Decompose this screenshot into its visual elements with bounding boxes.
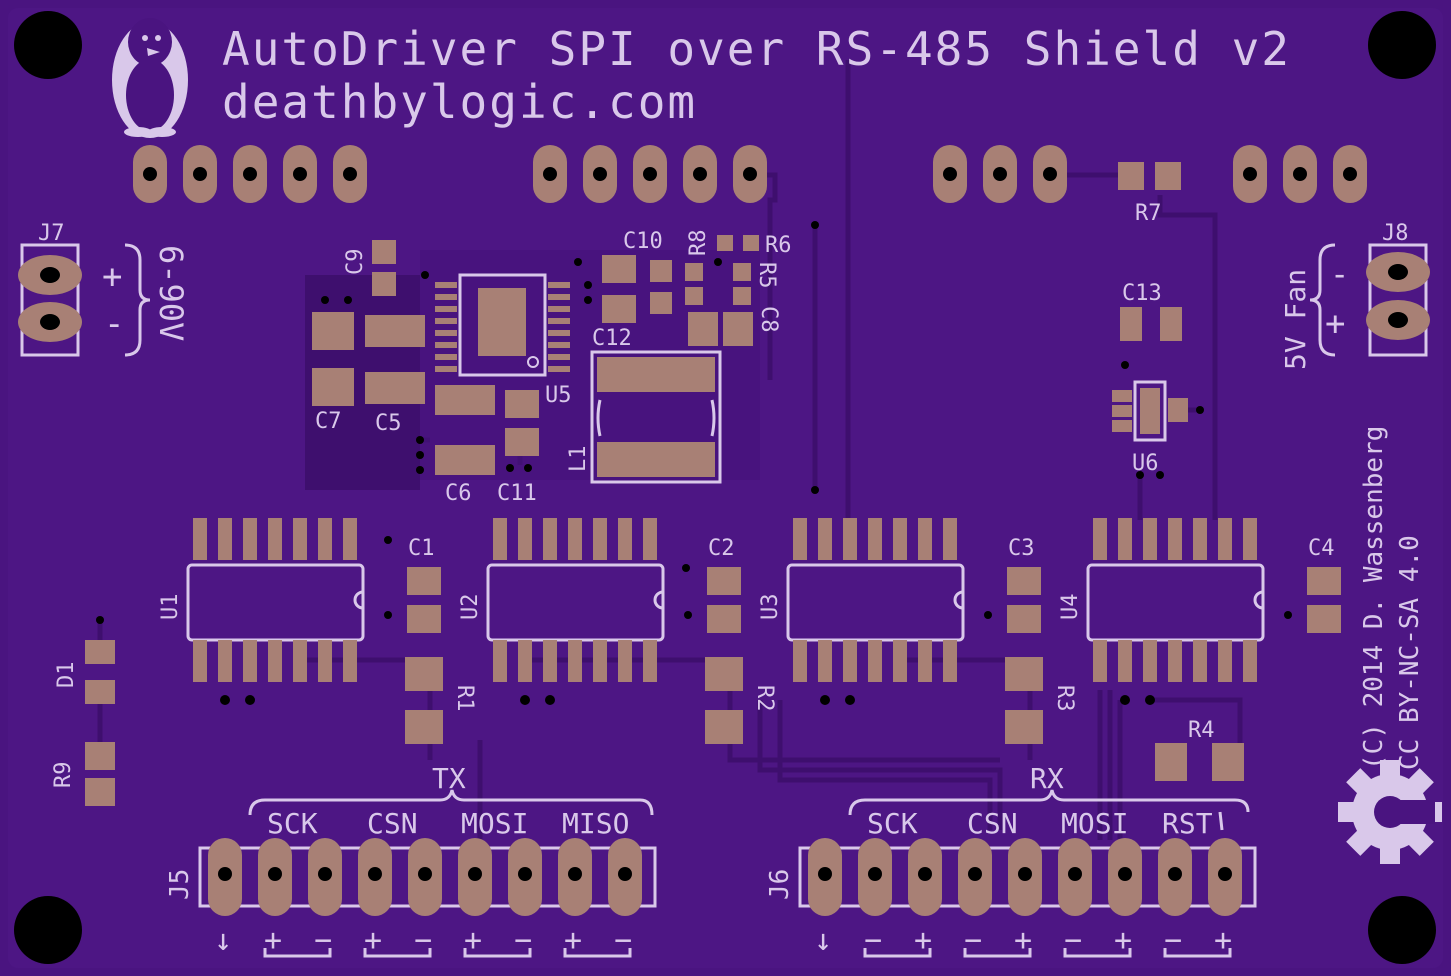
u3-label: U3 bbox=[758, 594, 783, 621]
c5-label: C5 bbox=[375, 411, 402, 436]
c13-label: C13 bbox=[1122, 281, 1162, 306]
r5-label: R5 bbox=[754, 262, 779, 289]
copyright-line2: CC BY-NC-SA 4.0 bbox=[1395, 535, 1425, 770]
j5-group-label: TX bbox=[432, 762, 466, 795]
j5-header bbox=[198, 789, 657, 916]
j7-terminal bbox=[18, 243, 151, 357]
rs485-chips bbox=[186, 518, 1265, 682]
j5-pol-3: + bbox=[364, 923, 382, 958]
j6-pin-rst: RST bbox=[1162, 807, 1213, 840]
l1-label: L1 bbox=[566, 446, 591, 473]
r1-label: R1 bbox=[452, 685, 477, 712]
j5-pol-0: ↓ bbox=[214, 923, 232, 958]
r8-label: R8 bbox=[686, 230, 711, 257]
penguin-logo bbox=[112, 18, 188, 138]
j6-pol-8: + bbox=[1214, 923, 1232, 958]
j8-plus: + bbox=[1325, 304, 1345, 344]
mounting-holes bbox=[14, 11, 1436, 964]
j6-polarity-brackets bbox=[863, 948, 1232, 958]
u1-label: U1 bbox=[158, 594, 183, 621]
r3-label: R3 bbox=[1052, 685, 1077, 712]
copyright-line1: (C) 2014 D. Wassenberg bbox=[1359, 426, 1389, 770]
u6-label: U6 bbox=[1132, 451, 1159, 476]
j6-ref: J6 bbox=[765, 869, 795, 900]
u1-chip bbox=[186, 518, 365, 682]
j7-ref: J7 bbox=[38, 221, 65, 246]
c11-label: C11 bbox=[497, 481, 537, 506]
c4-label: C4 bbox=[1308, 536, 1335, 561]
u2-chip bbox=[486, 518, 665, 682]
j8-terminal bbox=[1309, 243, 1430, 357]
c12-label: C12 bbox=[592, 326, 632, 351]
r7-label: R7 bbox=[1135, 201, 1162, 226]
j5-pin-miso: MISO bbox=[562, 807, 629, 840]
board-website: deathbylogic.com bbox=[222, 75, 697, 129]
j6-pin-mosi: MOSI bbox=[1061, 807, 1128, 840]
r4-label: R4 bbox=[1188, 718, 1215, 743]
r2-label: R2 bbox=[752, 685, 777, 712]
c2-label: C2 bbox=[708, 536, 735, 561]
u4-chip bbox=[1086, 518, 1265, 682]
j8-label: 5V Fan bbox=[1279, 269, 1312, 370]
open-hardware-gear-logo bbox=[1338, 760, 1442, 864]
j5-polarity-brackets bbox=[263, 948, 632, 958]
c6-label: C6 bbox=[445, 481, 472, 506]
c10-label: C10 bbox=[623, 229, 663, 254]
j7-minus: - bbox=[104, 304, 124, 344]
chip-passives bbox=[85, 567, 1341, 806]
j5-pol-6: − bbox=[514, 923, 532, 958]
j5-polarity: ↓ + − + − + − + − bbox=[214, 923, 632, 958]
c1-label: C1 bbox=[408, 536, 435, 561]
j6-pol-7: − bbox=[1164, 923, 1182, 958]
board-title: AutoDriver SPI over RS-485 Shield v2 bbox=[222, 22, 1291, 76]
top-header-pads bbox=[133, 145, 1367, 203]
j6-pol-0: ↓ bbox=[814, 923, 832, 958]
j5-pin-mosi: MOSI bbox=[461, 807, 528, 840]
r9-label: R9 bbox=[51, 762, 76, 789]
u2-label: U2 bbox=[458, 594, 483, 621]
j5-pol-2: − bbox=[314, 923, 332, 958]
j7-plus: + bbox=[102, 257, 122, 297]
j8-minus: - bbox=[1330, 255, 1349, 293]
j5-pin-sck: SCK bbox=[267, 807, 318, 840]
j6-pol-4: + bbox=[1014, 923, 1032, 958]
j6-pol-3: − bbox=[964, 923, 982, 958]
c8-label: C8 bbox=[756, 306, 781, 333]
j5-ref: J5 bbox=[165, 869, 195, 900]
vias bbox=[96, 221, 1292, 705]
c7-label: C7 bbox=[315, 409, 342, 434]
j6-header bbox=[798, 789, 1257, 916]
l1-inductor bbox=[590, 350, 722, 484]
u3-chip bbox=[786, 518, 965, 682]
j6-pol-1: − bbox=[864, 923, 882, 958]
j5-pol-8: − bbox=[614, 923, 632, 958]
c9-label: C9 bbox=[343, 249, 368, 276]
u4-label: U4 bbox=[1058, 594, 1083, 621]
power-section-pads bbox=[312, 235, 759, 475]
u5-chip bbox=[435, 273, 570, 377]
j6-pin-csn: CSN bbox=[967, 807, 1018, 840]
j5-pin-csn: CSN bbox=[367, 807, 418, 840]
j6-pol-2: + bbox=[914, 923, 932, 958]
r6-label: R6 bbox=[765, 233, 792, 258]
c3-label: C3 bbox=[1008, 536, 1035, 561]
j6-pol-5: − bbox=[1064, 923, 1082, 958]
j5-pol-7: + bbox=[564, 923, 582, 958]
j6-group-label: RX bbox=[1030, 762, 1064, 795]
j6-polarity: ↓ − + − + − + − + bbox=[814, 923, 1232, 958]
j6-pol-6: + bbox=[1114, 923, 1132, 958]
j5-pol-1: + bbox=[264, 923, 282, 958]
rst-overline-mark bbox=[1218, 811, 1224, 831]
j5-pol-4: − bbox=[414, 923, 432, 958]
j5-pol-5: + bbox=[464, 923, 482, 958]
j8-ref: J8 bbox=[1382, 221, 1409, 246]
j7-voltage-label: 6-90V bbox=[152, 245, 190, 341]
u5-label: U5 bbox=[545, 383, 572, 408]
u6-section bbox=[1112, 162, 1188, 442]
d1-label: D1 bbox=[54, 662, 79, 689]
j6-pin-sck: SCK bbox=[867, 807, 918, 840]
